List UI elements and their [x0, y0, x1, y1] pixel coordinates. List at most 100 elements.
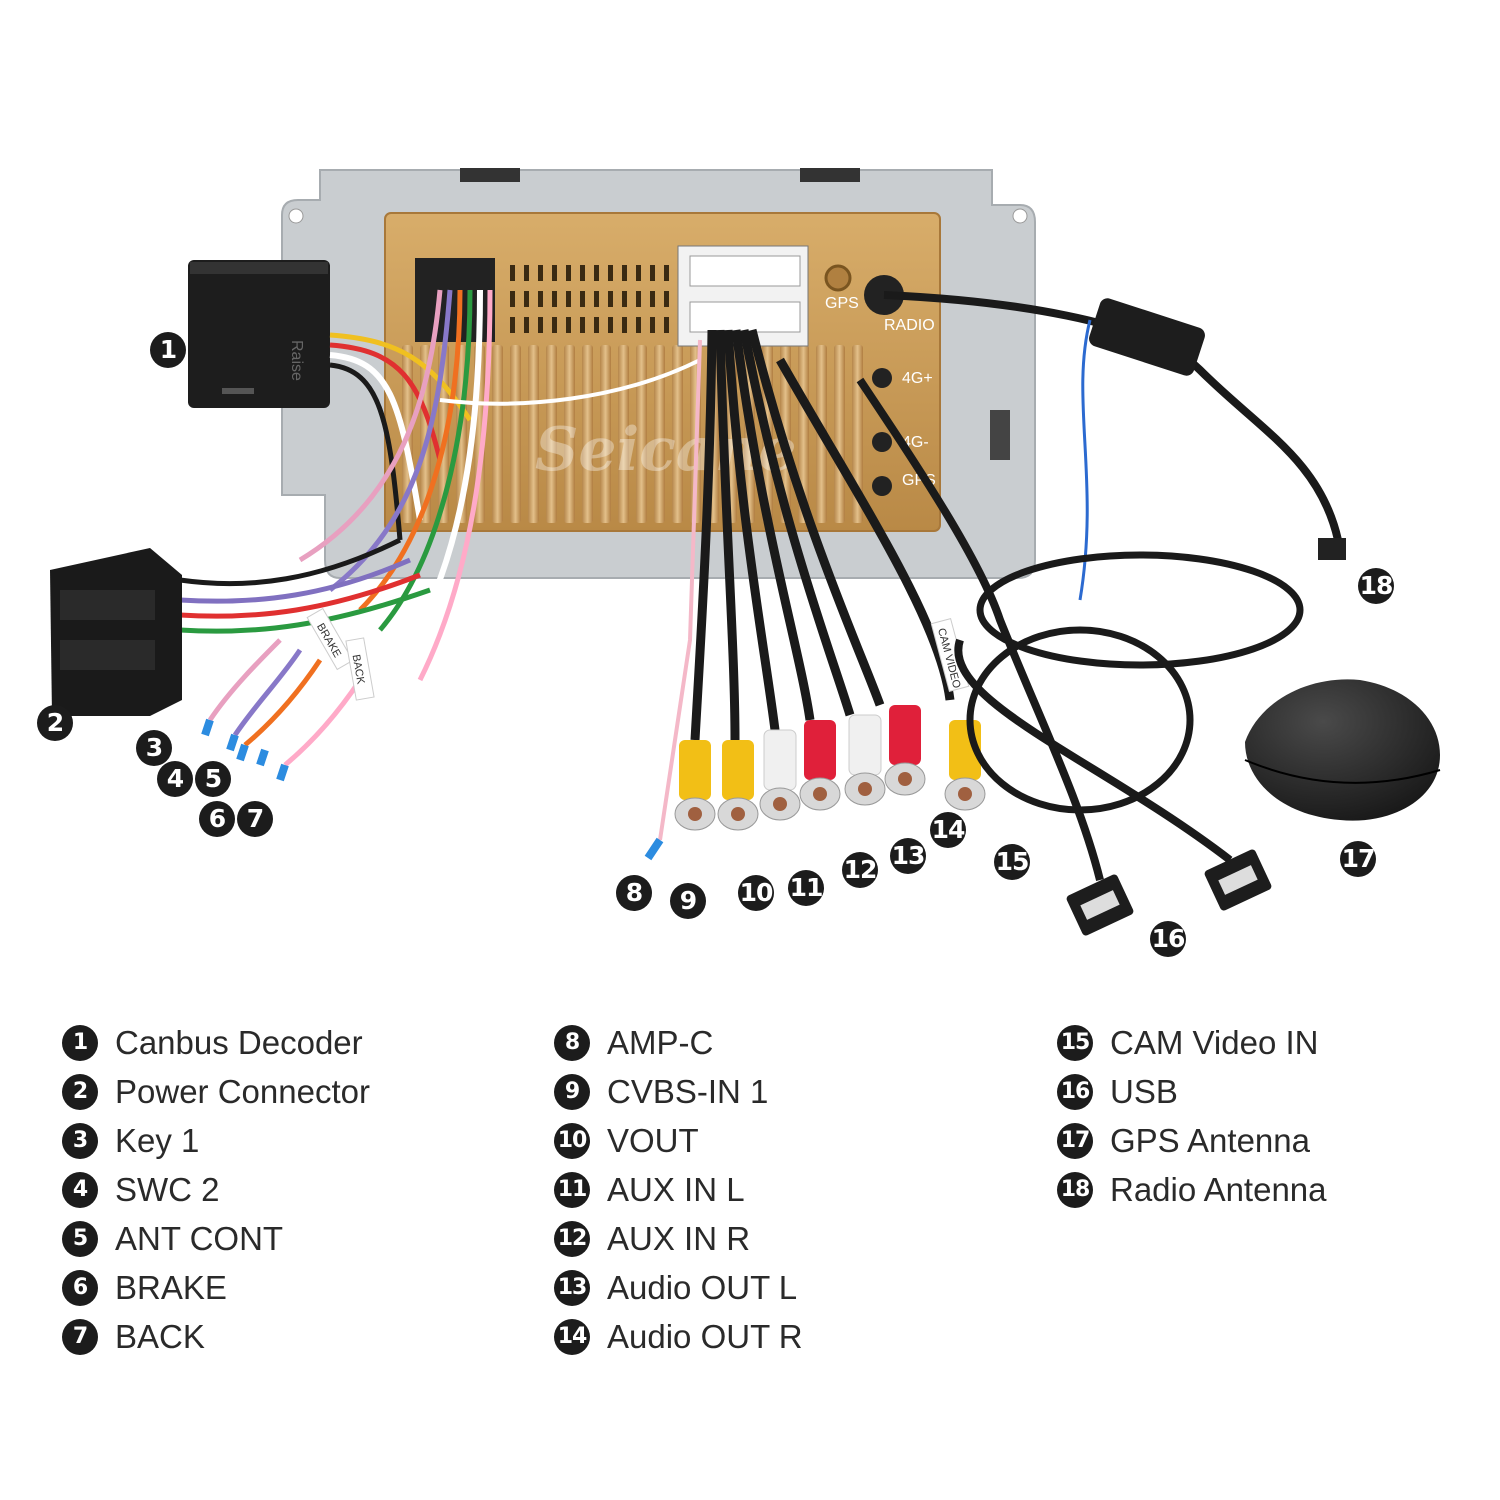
canbus-decoder: Raise: [188, 260, 330, 408]
vent-slot: [580, 291, 585, 307]
legend-label: CVBS-IN 1: [607, 1072, 769, 1110]
vent-slot: [636, 291, 641, 307]
legend-number: 12: [554, 1220, 590, 1257]
legend-number: 1: [62, 1024, 98, 1061]
vent-slot: [664, 265, 669, 281]
legend-item: 9 CVBS-IN 1: [554, 1067, 803, 1116]
legend-label: GPS Antenna: [1110, 1121, 1310, 1159]
legend-label: SWC 2: [115, 1170, 220, 1208]
legend-number: 8: [554, 1024, 590, 1061]
vent-slot: [552, 265, 557, 281]
vent-slot: [552, 317, 557, 333]
legend-number: 16: [1057, 1073, 1093, 1110]
legend-label: CAM Video IN: [1110, 1023, 1319, 1061]
heatsink-fin: [564, 345, 575, 523]
vent-slot: [580, 265, 585, 281]
heatsink-fin: [528, 345, 539, 523]
vent-slot: [538, 291, 543, 307]
legend-item: 10 VOUT: [554, 1116, 803, 1165]
legend-number: 14: [554, 1318, 590, 1355]
legend-number: 6: [62, 1269, 98, 1306]
legend-item: 7 BACK: [62, 1312, 370, 1361]
heatsink-fin: [600, 345, 611, 523]
amp-c-wire-tip: [644, 837, 664, 861]
heatsink-fin: [834, 345, 845, 523]
legend-item: 14 Audio OUT R: [554, 1312, 803, 1361]
heatsink-fin: [582, 345, 593, 523]
vent-slot: [608, 317, 613, 333]
legend-number: 13: [554, 1269, 590, 1306]
legend-item: 6 BRAKE: [62, 1263, 370, 1312]
callout-18: 18: [1358, 568, 1394, 604]
vent-slot: [664, 291, 669, 307]
vent-slot: [594, 317, 599, 333]
vent-slot: [566, 317, 571, 333]
rca-plugs: [674, 705, 986, 831]
callout-11: 11: [788, 870, 824, 906]
vent-slot: [622, 291, 627, 307]
vent-slot: [566, 265, 571, 281]
legend-label: BRAKE: [115, 1268, 227, 1306]
legend-item: 4 SWC 2: [62, 1165, 370, 1214]
vent-slot: [552, 291, 557, 307]
callout-2: 2: [37, 705, 73, 741]
legend-number: 18: [1057, 1171, 1093, 1208]
vent-slot: [524, 265, 529, 281]
vent-slot: [594, 265, 599, 281]
vent-slot: [650, 291, 655, 307]
vent-slot: [566, 291, 571, 307]
callout-13: 13: [890, 838, 926, 874]
vent-slot: [650, 317, 655, 333]
callout-3: 3: [136, 730, 172, 766]
usb-cables: [856, 377, 1304, 881]
vent-slot: [510, 291, 515, 307]
gps-port-label: GPS: [825, 295, 859, 312]
vent-slot: [538, 265, 543, 281]
legend-label: USB: [1110, 1072, 1178, 1110]
legend-number: 7: [62, 1318, 98, 1355]
callout-1: 1: [150, 332, 186, 368]
vent-slot: [608, 291, 613, 307]
legend-label: Audio OUT R: [607, 1317, 803, 1355]
wiring-diagram: Seicane GPS RADIO 4G+ 4G- GPS Raise: [50, 168, 1441, 936]
legend-label: ANT CONT: [115, 1219, 284, 1257]
callout-12: 12: [842, 852, 878, 888]
legend-number: 10: [554, 1122, 590, 1159]
gps-antenna: [1244, 679, 1441, 821]
vent-slot: [538, 317, 543, 333]
legend-item: 5 ANT CONT: [62, 1214, 370, 1263]
vent-slot: [524, 317, 529, 333]
legend-number: 5: [62, 1220, 98, 1257]
legend-number: 9: [554, 1073, 590, 1110]
callout-14: 14: [930, 812, 966, 848]
legend-label: BACK: [115, 1317, 205, 1355]
heatsink-fin: [636, 345, 647, 523]
legend-number: 4: [62, 1171, 98, 1208]
legend-label: AUX IN L: [607, 1170, 745, 1208]
callout-16: 16: [1150, 921, 1186, 957]
vent-slot: [510, 317, 515, 333]
vent-slot: [622, 317, 627, 333]
vent-slot: [580, 317, 585, 333]
heatsink-fin: [654, 345, 665, 523]
vent-slot: [524, 291, 529, 307]
callout-9: 9: [670, 883, 706, 919]
radio-port-label: RADIO: [884, 317, 935, 334]
wire-tags: BRAKE BACK: [306, 607, 375, 701]
legend-number: 15: [1057, 1024, 1093, 1061]
callout-8: 8: [616, 875, 652, 911]
heatsink-fin: [672, 345, 683, 523]
legend-label: Canbus Decoder: [115, 1023, 363, 1061]
legend-label: VOUT: [607, 1121, 699, 1159]
legend-item: 15 CAM Video IN: [1057, 1018, 1327, 1067]
vent-slot: [636, 317, 641, 333]
decoder-brand-label: Raise: [288, 340, 305, 381]
